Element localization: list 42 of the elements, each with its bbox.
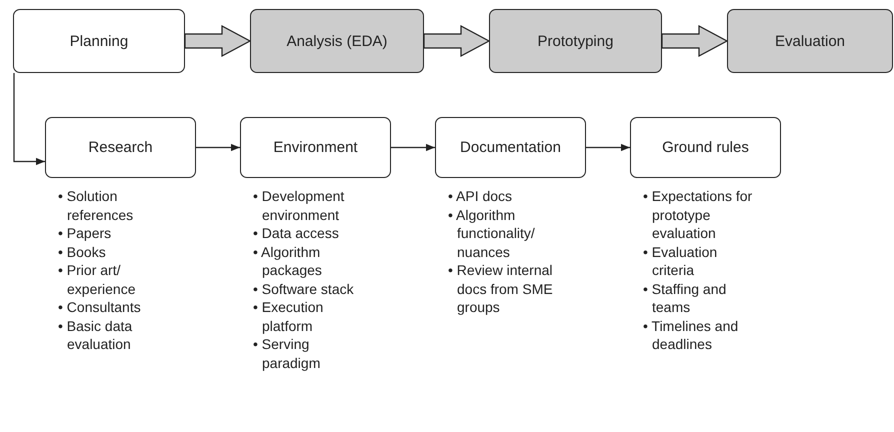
block-arrow <box>423 25 490 57</box>
process-box <box>435 117 586 178</box>
bullet-item: • Staffing and teams <box>643 280 728 316</box>
process-box <box>240 117 391 178</box>
bullet-item: • Prior art/ experience <box>58 261 136 298</box>
bullet-item: • Development environment <box>253 187 346 224</box>
box-label: Evaluation <box>774 32 846 50</box>
bullet-item: • Solution references <box>58 187 134 224</box>
bullet-item: • Software stack <box>253 280 355 298</box>
bullet-item: • Algorithm functionality/ nuances <box>448 206 536 261</box>
box-label: Documentation <box>460 139 561 156</box>
box-label: Environment <box>273 139 358 156</box>
bullet-item: • Expectations for prototype evaluation <box>643 187 754 242</box>
bullet-item: • Evaluation criteria <box>643 242 718 280</box>
box-label: Analysis (EDA) <box>286 32 388 50</box>
process-box <box>489 9 662 73</box>
process-box <box>250 9 424 73</box>
bullet-item: • API docs <box>448 187 514 206</box>
block-arrow <box>184 25 252 57</box>
bullet-item: • Data access <box>253 224 340 242</box>
arrow <box>586 144 630 152</box>
bullet-item: • Serving paradigm <box>253 335 322 372</box>
box-label: Planning <box>70 32 128 50</box>
bullet-item: • Consultants <box>58 298 142 316</box>
bullet-item: • Basic data evaluation <box>58 316 134 354</box>
bullet-item: • Execution platform <box>253 298 324 335</box>
box-label: Research <box>88 139 153 156</box>
bullet-item: • Review internal docs from SME groups <box>448 261 554 316</box>
process-box <box>727 9 893 73</box>
box-label: Ground rules <box>662 139 749 156</box>
bullet-item: • Books <box>58 242 107 261</box>
arrow <box>196 144 240 152</box>
process-box <box>630 117 781 178</box>
block-arrow <box>661 25 728 57</box>
process-box <box>13 9 185 73</box>
bullet-item: • Papers <box>58 224 112 242</box>
bullet-item: • Algorithm packages <box>253 242 323 280</box>
arrow <box>13 73 45 166</box>
process-box <box>45 117 196 178</box>
arrow <box>391 144 435 152</box>
box-label: Prototyping <box>538 32 614 50</box>
bullet-item: • Timelines and deadlines <box>643 316 740 354</box>
